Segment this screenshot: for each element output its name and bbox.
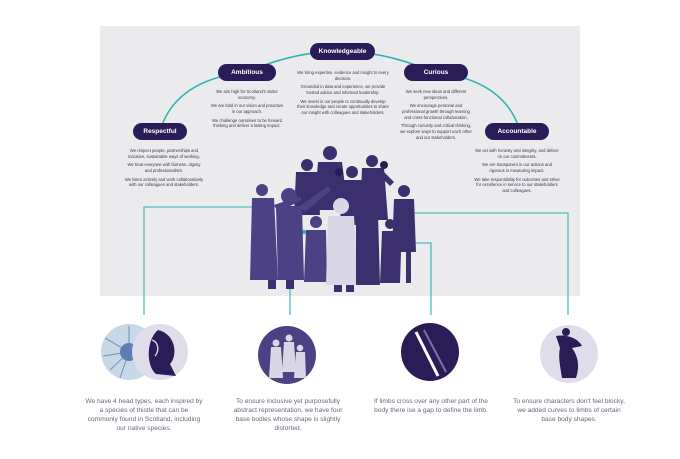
caption-head-types: We have 4 head types, each inspired by a… [85,398,203,432]
knowledgeable-line-2: Grounded in data and experience, we prov… [300,84,386,95]
respectful-line-1: We respect people, partnerships and incl… [128,148,200,159]
knowledgeable-line-3: We invest in our people to continually d… [297,98,389,115]
curious-line-3: Through curiosity and critical thinking,… [400,123,472,140]
people-illustration [250,146,416,292]
curious-description: We seek new ideas and different perspect… [400,89,472,143]
caption-limb-gap: If limbs cross over any other part of th… [374,398,488,414]
ambitious-line-2: We are bold in our vision and proactive … [210,103,284,114]
accountable-line-1: We act with honesty and integrity, and d… [475,148,559,159]
pill-accountable: Accountable [485,123,549,140]
pill-ambitious: Ambitious [218,64,276,81]
ambitious-line-1: We aim high for Scotland's visitor econo… [216,89,278,100]
pill-knowledgeable: Knowledgeable [310,43,375,60]
respectful-description: We respect people, partnerships and incl… [124,148,204,191]
respectful-line-2: We treat everyone with fairness, dignity… [127,162,201,173]
accountable-description: We act with honesty and integrity, and d… [474,148,560,197]
base-bodies-icon [258,326,316,384]
accountable-line-3: We take responsibility for outcomes and … [474,176,560,193]
limb-gap-icon [401,323,459,381]
knowledgeable-description: We bring expertise, evidence and insight… [296,70,390,119]
knowledgeable-line-1: We bring expertise, evidence and insight… [297,70,389,81]
curious-line-2: We encourage personal and professional g… [402,103,470,120]
respectful-line-3: We listen actively and work collaborativ… [124,176,204,188]
head-shape-icon [132,324,188,380]
pill-curious: Curious [404,64,468,81]
pill-respectful: Respectful [133,123,187,140]
accountable-line-2: We are transparent in our actions and ri… [482,162,552,173]
curious-line-1: We seek new ideas and different perspect… [405,89,467,100]
ambitious-line-3: We challenge ourselves to be forward thi… [212,117,282,129]
ambitious-description: We aim high for Scotland's visitor econo… [210,89,284,132]
caption-base-bodies: To ensure inclusive yet purposefully abs… [233,398,343,432]
curved-limb-icon [540,325,598,383]
caption-curved-limbs: To ensure characters don't feel blocky, … [513,398,625,423]
